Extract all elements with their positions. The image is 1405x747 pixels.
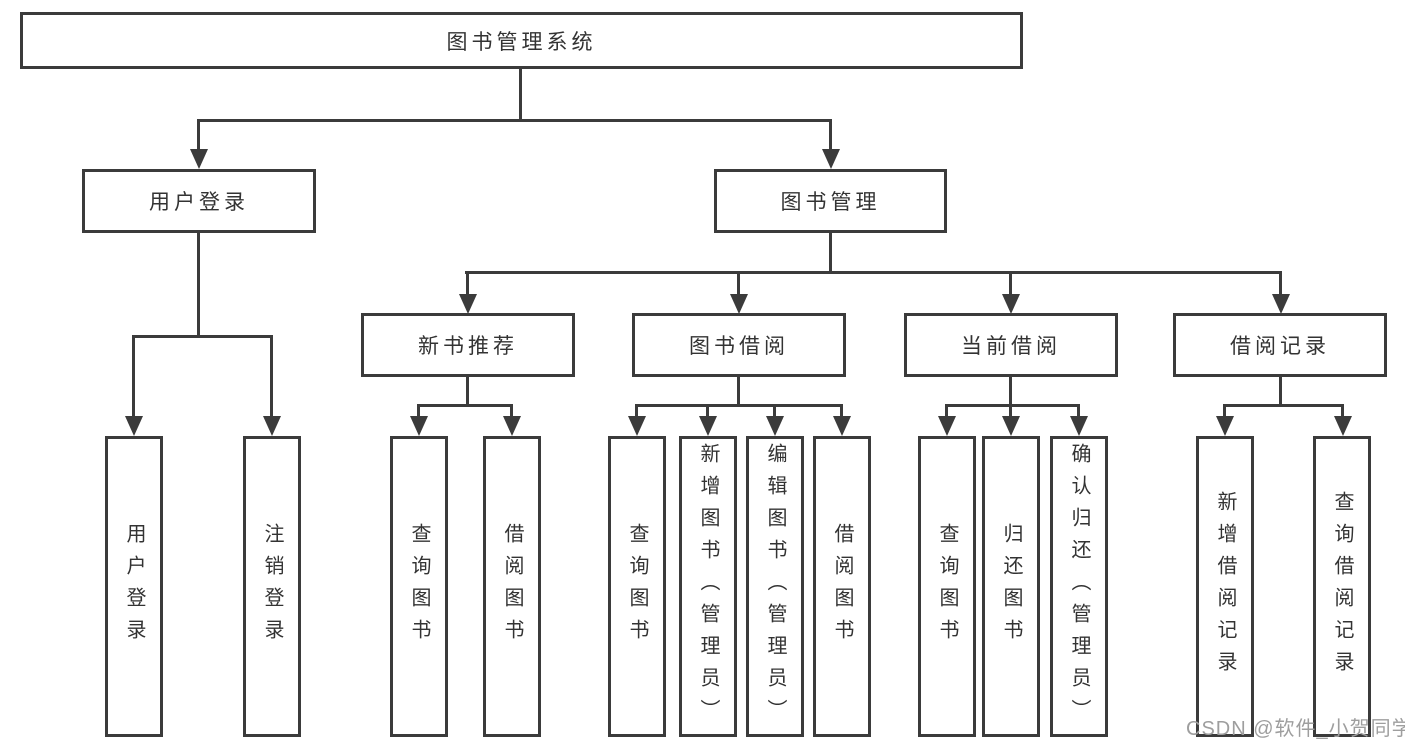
watermark-text: CSDN @软件_小贺同学 (1186, 718, 1405, 740)
connector-line (1341, 404, 1344, 418)
node-label: 当前借阅 (961, 335, 1061, 358)
connector-arrow (938, 416, 956, 436)
connector-line (132, 335, 273, 338)
connector-line (706, 404, 709, 418)
connector-line (1223, 404, 1344, 407)
connector-arrow (1070, 416, 1088, 436)
node-book-management: 图书管理 (714, 169, 947, 233)
connector-arrow (730, 294, 748, 314)
leaf-label: 确认归还（管理员） (1068, 442, 1090, 731)
connector-arrow (1334, 416, 1352, 436)
connector-line (635, 404, 843, 407)
leaf-label: 借阅图书 (501, 522, 523, 651)
connector-arrow (125, 416, 143, 436)
connector-arrow (1272, 294, 1290, 314)
connector-line (635, 404, 638, 418)
leaf-label: 用户登录 (123, 522, 145, 651)
node-current-borrowing: 当前借阅 (904, 313, 1118, 377)
leaf-borrow-books: 借阅图书 (813, 436, 871, 737)
connector-arrow (1002, 416, 1020, 436)
leaf-logout: 注销登录 (243, 436, 301, 737)
leaf-query-borrow-record: 查询借阅记录 (1313, 436, 1371, 737)
connector-line (197, 119, 832, 122)
leaf-add-borrow-record: 新增借阅记录 (1196, 436, 1254, 737)
leaf-edit-book-admin: 编辑图书（管理员） (746, 436, 804, 737)
connector-arrow (410, 416, 428, 436)
connector-line (270, 335, 273, 419)
connector-line (840, 404, 843, 418)
node-label: 图书借阅 (689, 335, 789, 358)
leaf-label: 查询图书 (408, 522, 430, 651)
connector-arrow (1002, 294, 1020, 314)
connector-line (465, 271, 1282, 274)
connector-line (417, 404, 513, 407)
leaf-label: 查询图书 (626, 522, 648, 651)
leaf-label: 新增借阅记录 (1214, 490, 1236, 683)
connector-line (945, 404, 948, 418)
leaf-label: 归还图书 (1000, 522, 1022, 651)
connector-arrow (190, 149, 208, 169)
connector-line (945, 404, 1080, 407)
connector-line (466, 377, 469, 406)
connector-line (1009, 377, 1012, 406)
leaf-label: 查询图书 (936, 522, 958, 651)
leaf-add-book-admin: 新增图书（管理员） (679, 436, 737, 737)
connector-line (1077, 404, 1080, 418)
connector-line (417, 404, 420, 418)
connector-arrow (833, 416, 851, 436)
node-label: 用户登录 (149, 191, 249, 214)
node-label: 图书管理 (780, 191, 881, 214)
connector-line (197, 119, 200, 152)
connector-line (197, 233, 200, 337)
connector-line (737, 271, 740, 297)
connector-arrow (822, 149, 840, 169)
connector-arrow (503, 416, 521, 436)
node-label: 新书推荐 (418, 335, 518, 358)
connector-line (132, 335, 135, 419)
leaf-label: 编辑图书（管理员） (764, 442, 786, 731)
connector-line (1009, 404, 1012, 418)
leaf-label: 借阅图书 (831, 522, 853, 651)
node-borrowing-records: 借阅记录 (1173, 313, 1387, 377)
leaf-label: 新增图书（管理员） (697, 442, 719, 731)
node-book-borrowing: 图书借阅 (632, 313, 846, 377)
leaf-query-books-recommend: 查询图书 (390, 436, 448, 737)
connector-arrow (1216, 416, 1234, 436)
connector-line (1279, 377, 1282, 406)
connector-line (829, 119, 832, 152)
node-label: 图书管理系统 (446, 30, 597, 54)
connector-line (829, 233, 832, 274)
leaf-return-book: 归还图书 (982, 436, 1040, 737)
connector-line (519, 68, 522, 121)
leaf-user-login: 用户登录 (105, 436, 163, 737)
connector-line (1223, 404, 1226, 418)
leaf-confirm-return-admin: 确认归还（管理员） (1050, 436, 1108, 737)
connector-arrow (699, 416, 717, 436)
connector-line (510, 404, 513, 418)
leaf-query-books-borrow: 查询图书 (608, 436, 666, 737)
leaf-borrow-books-recommend: 借阅图书 (483, 436, 541, 737)
connector-line (1279, 271, 1282, 297)
connector-line (773, 404, 776, 418)
node-label: 借阅记录 (1230, 335, 1330, 358)
connector-arrow (263, 416, 281, 436)
connector-line (737, 377, 740, 406)
connector-line (1009, 271, 1012, 297)
node-new-book-recommend: 新书推荐 (361, 313, 575, 377)
connector-arrow (459, 294, 477, 314)
connector-arrow (628, 416, 646, 436)
node-library-system: 图书管理系统 (20, 12, 1023, 69)
leaf-query-books-current: 查询图书 (918, 436, 976, 737)
connector-arrow (766, 416, 784, 436)
node-user-login: 用户登录 (82, 169, 316, 233)
connector-line (466, 271, 469, 297)
leaf-label: 查询借阅记录 (1331, 490, 1353, 683)
leaf-label: 注销登录 (261, 522, 283, 651)
